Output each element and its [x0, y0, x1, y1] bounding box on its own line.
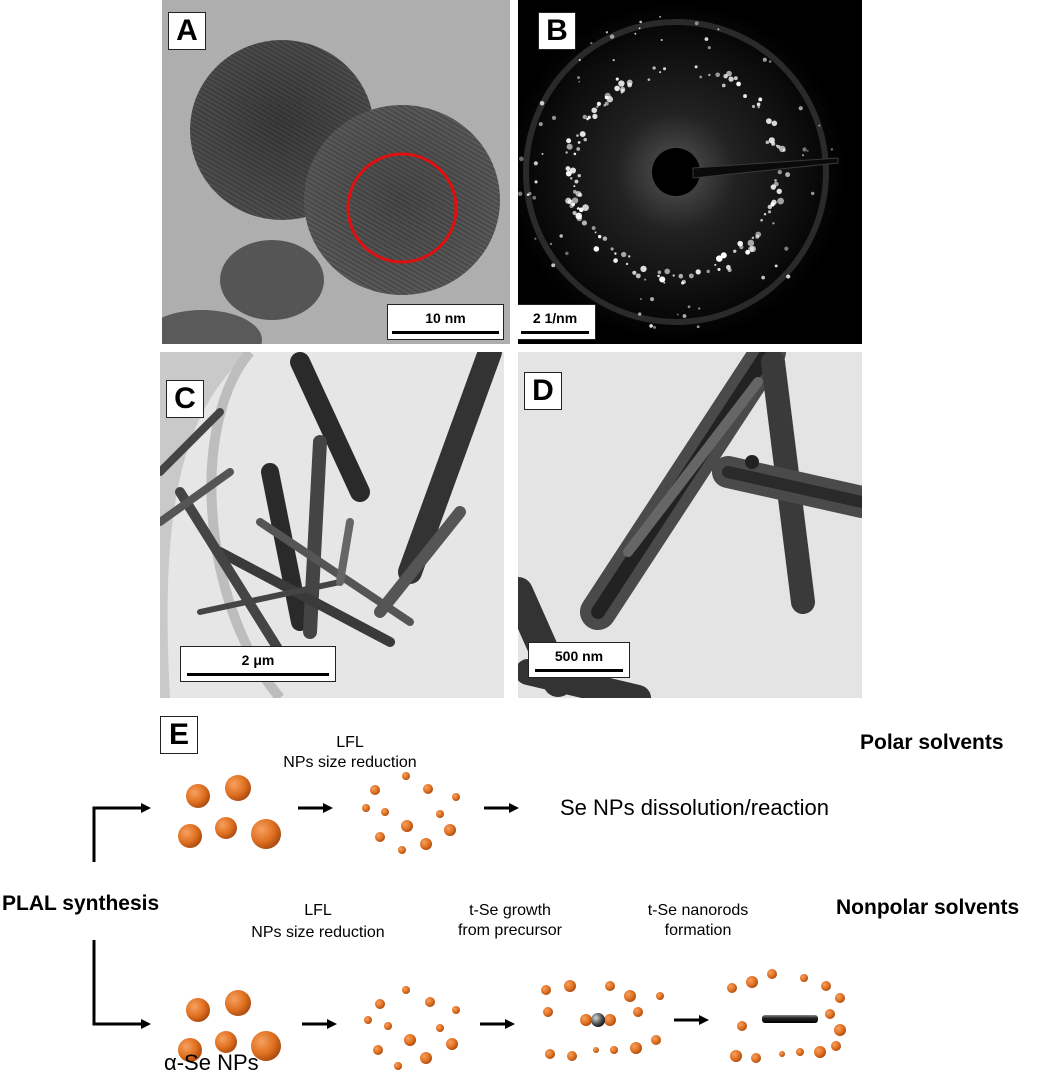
- panel-a-scale-text: 10 nm: [425, 310, 466, 326]
- tse-nanorod: [762, 1015, 818, 1023]
- panel-c-tem-image: C 2 μm: [160, 352, 504, 698]
- panel-c-scale-bar: 2 μm: [180, 646, 336, 682]
- tem-single-nanorods-micrograph: [518, 352, 862, 698]
- nonpolar-step1-line2: NPs size reduction: [251, 924, 385, 941]
- nonpolar-step3-line1: t-Se nanorods: [647, 902, 749, 919]
- panel-d-scale-bar: 500 nm: [528, 642, 630, 678]
- diffraction-ring: [565, 65, 791, 285]
- polar-small-nanoparticles: [362, 772, 460, 854]
- nonpolar-step2-line2: from precursor: [457, 922, 563, 939]
- nonpolar-solvents-title: Nonpolar solvents: [836, 896, 1020, 919]
- polar-step1-line2: NPs size reduction: [283, 754, 417, 771]
- red-highlight-circle: [346, 152, 458, 264]
- hrtem-micrograph: [162, 0, 510, 344]
- panel-d-label: D: [524, 372, 562, 410]
- panel-b-label: B: [538, 12, 576, 50]
- nonpolar-step3-line2: formation: [664, 922, 732, 939]
- polar-solvents-title: Polar solvents: [860, 731, 1004, 754]
- nanoparticle-small: [220, 240, 324, 320]
- nonpolar-step2-line1: t-Se growth: [469, 902, 551, 919]
- branch-connectors: [92, 803, 151, 1029]
- diffraction-outer-ring: [518, 16, 834, 329]
- polar-result-text: Se NPs dissolution/reaction: [560, 795, 830, 820]
- polar-step1-line1: LFL: [336, 734, 364, 751]
- panel-b-scale-text: 2 1/nm: [532, 310, 578, 326]
- panel-d-scale-text: 500 nm: [554, 648, 604, 664]
- alpha-se-nps-label: α-Se NPs: [164, 1050, 259, 1075]
- panel-b-scale-bar: 2 1/nm: [518, 304, 596, 340]
- panel-c-label: C: [166, 380, 204, 418]
- polar-large-nanoparticles: [178, 775, 281, 849]
- beam-stop: [652, 148, 700, 196]
- panel-a-hrtem-image: A 10 nm: [162, 0, 510, 344]
- panel-a-label: A: [168, 12, 206, 50]
- nonpolar-step1-line1: LFL: [304, 902, 332, 919]
- panel-e-label: E: [160, 716, 198, 754]
- tse-seed: [591, 1013, 605, 1027]
- panel-d-tem-image: D 500 nm: [518, 352, 862, 698]
- panel-b-diffraction-pattern: B 2 1/nm: [518, 0, 862, 344]
- nonpolar-small-nanoparticles: [364, 986, 460, 1070]
- panel-c-scale-text: 2 μm: [241, 652, 275, 668]
- tse-growth-cluster: [541, 980, 664, 1061]
- plal-synthesis-title: PLAL synthesis: [2, 892, 160, 915]
- panel-a-scale-bar: 10 nm: [387, 304, 504, 340]
- saed-pattern: [518, 0, 862, 344]
- tse-nanorod-cluster: [727, 969, 846, 1063]
